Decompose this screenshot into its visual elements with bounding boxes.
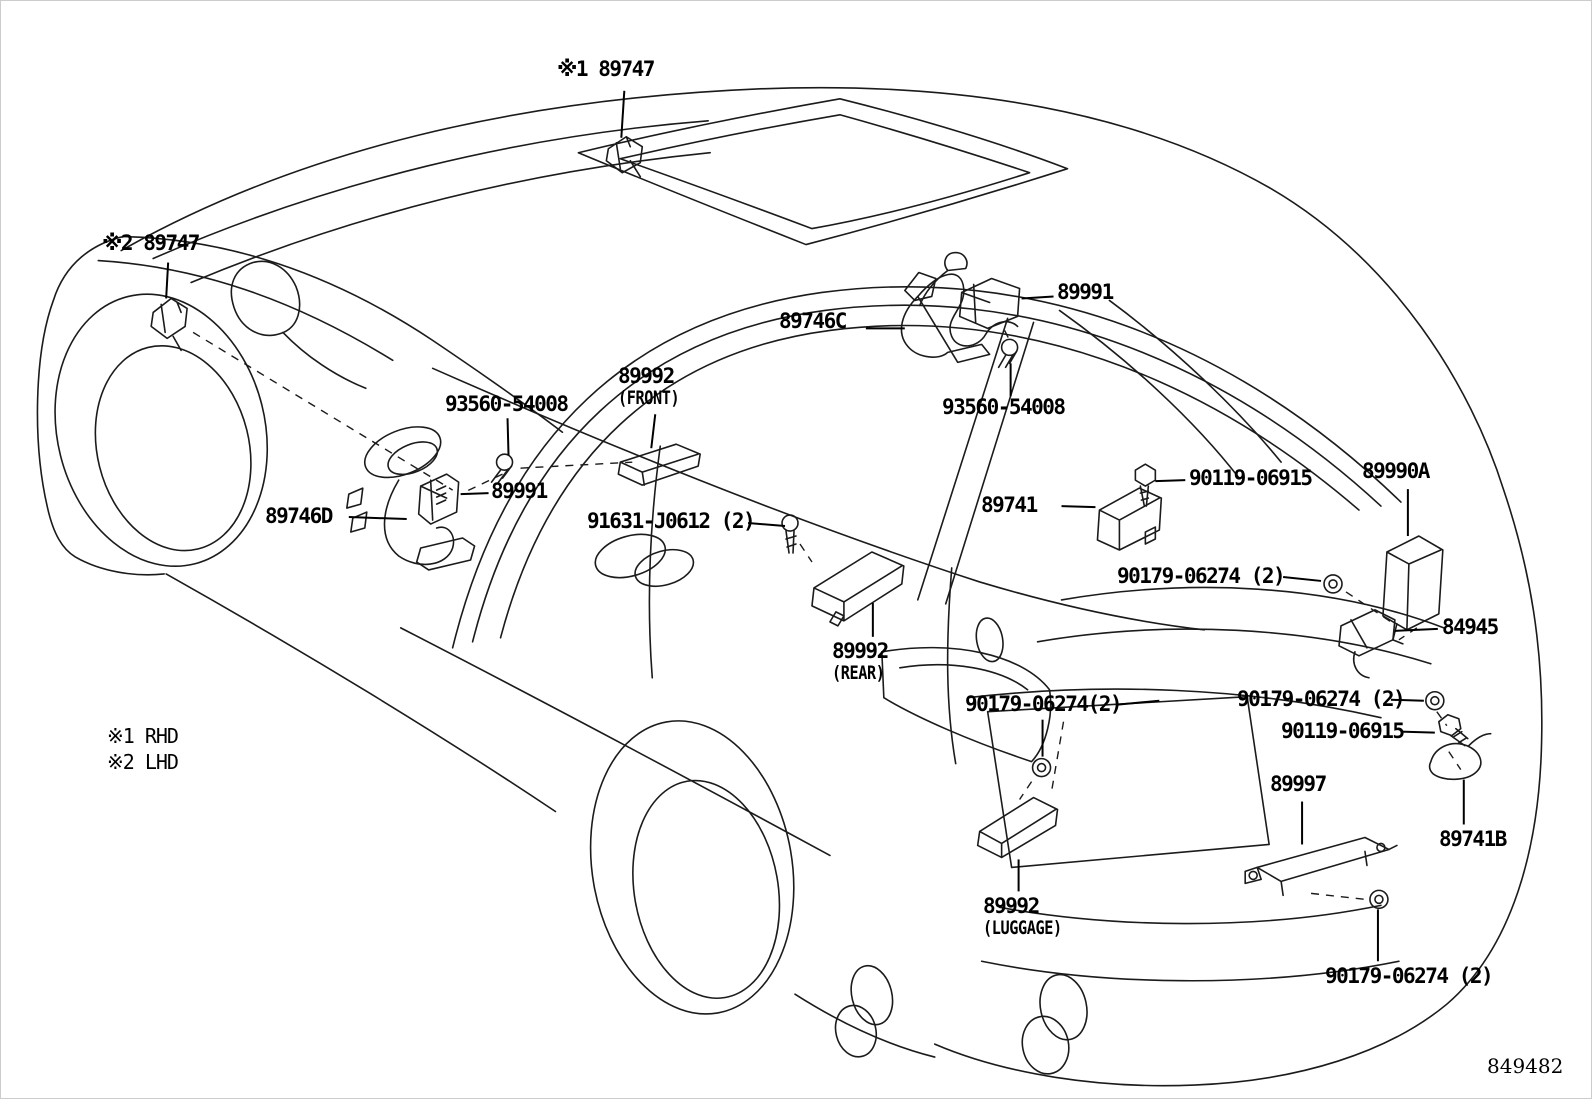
part-label-90179-06274-taillamp[interactable]: 90179-06274(2) [965,692,1123,716]
part-90179-06274-taillamp-nut-icon [1031,757,1052,778]
part-label-89746d[interactable]: 89746D [265,504,333,528]
part-89746d-wire-icon [346,426,476,571]
part-89991-front-lock-icon [417,473,460,525]
part-label-93560-54008-rear[interactable]: 93560-54008 [942,395,1066,419]
part-number: 90179-06274 (2) [1117,564,1286,588]
part-variant: (LUGGAGE) [983,917,1062,939]
part-84945-camera-icon [1338,609,1396,679]
part-label-89992-rear[interactable]: 89992 (REAR) [832,640,898,684]
part-number: 90179-06274 (2) [1325,964,1494,988]
figure-code: 849482 [1487,1054,1564,1078]
part-label-89990a[interactable]: 89990A [1362,459,1430,483]
part-number: ※1 89747 [557,57,655,81]
part-label-89747-lhd[interactable]: ※2 89747 [102,231,200,255]
part-number: 89746D [265,504,333,528]
part-variant: (FRONT) [618,387,680,409]
part-89741-module-icon [1096,487,1163,551]
part-89990a-module-icon [1382,535,1444,645]
part-89992-rear-sensor-icon [811,551,905,627]
part-number: 89746C [779,309,847,333]
part-label-89992-luggage[interactable]: 89992 (LUGGAGE) [983,895,1081,939]
part-number: 89992 [618,364,675,388]
part-label-90179-06274-bumper[interactable]: 90179-06274 (2) [1237,687,1406,711]
part-89992-luggage-sensor-icon [976,796,1059,859]
part-number: 89990A [1362,459,1430,483]
construction-lines [192,330,1462,901]
part-number: 89992 [983,894,1040,918]
part-number: 93560-54008 [445,392,569,416]
leader-lines [165,90,1465,962]
part-label-84945[interactable]: 84945 [1442,615,1499,639]
part-90179-06274-bumper-nut-icon [1425,690,1445,711]
part-93560-54008-rear-screw-icon [997,338,1019,369]
part-label-89741b[interactable]: 89741B [1439,827,1507,851]
part-label-93560-54008-front[interactable]: 93560-54008 [445,392,569,416]
part-label-89991-rear[interactable]: 89991 [1057,280,1114,304]
part-number: 90119-06915 [1189,466,1313,490]
car-body [36,86,1543,1087]
part-90179-06274-tray-nut-icon [1323,574,1343,594]
part-number: 90179-06274 (2) [1237,687,1406,711]
part-number: 89991 [491,479,548,503]
part-89747-roof-antenna-icon [605,135,644,178]
part-label-89741[interactable]: 89741 [981,493,1038,517]
part-number: 89992 [832,639,889,663]
part-number: 89741B [1439,827,1507,851]
part-label-89992-front[interactable]: 89992 (FRONT) [618,365,695,409]
part-90119-06915-tray-bolt-icon [1134,463,1157,507]
part-label-90119-06915-tray[interactable]: 90119-06915 [1189,466,1313,490]
part-89992-front-sensor-icon [617,443,701,486]
part-label-90179-06274-lower[interactable]: 90179-06274 (2) [1325,964,1494,988]
part-89991-rear-lock-icon [918,251,1021,330]
part-number: 84945 [1442,615,1499,639]
part-variant: (REAR) [832,662,885,684]
part-89741b-sensor-icon [1428,732,1492,781]
part-label-91631-j0612[interactable]: 91631-J0612 (2) [587,509,756,533]
part-91631-j0612-screw-icon [781,514,799,554]
part-label-89746c[interactable]: 89746C [779,309,847,333]
part-label-89991-front[interactable]: 89991 [491,479,548,503]
part-89746c-wire-icon [900,271,1019,364]
part-number: 90119-06915 [1281,719,1405,743]
legend-note-lhd: ※2 LHD [107,750,179,774]
part-label-89997[interactable]: 89997 [1270,772,1327,796]
part-number: 89991 [1057,280,1114,304]
part-number: 89997 [1270,772,1327,796]
part-label-89747-rhd[interactable]: ※1 89747 [557,57,655,81]
part-number: 93560-54008 [942,395,1066,419]
part-90119-06915-bumper-bolt-icon [1438,713,1469,747]
part-89747-fender-antenna-icon [150,297,188,352]
rhd-lhd-legend: ※1 RHD※2 LHD [107,723,179,775]
part-label-90179-06274-tray[interactable]: 90179-06274 (2) [1117,564,1286,588]
part-number: 91631-J0612 (2) [587,509,756,533]
part-90179-06274-lower-nut-icon [1369,889,1389,910]
part-number: ※2 89747 [102,231,200,255]
part-number: 89741 [981,493,1038,517]
part-number: 90179-06274(2) [965,692,1123,716]
part-label-90119-06915-bumper[interactable]: 90119-06915 [1281,719,1405,743]
part-93560-54008-front-screw-icon [490,453,514,483]
legend-note-rhd: ※1 RHD [107,724,179,748]
part-89997-bracket-icon [1244,836,1398,897]
